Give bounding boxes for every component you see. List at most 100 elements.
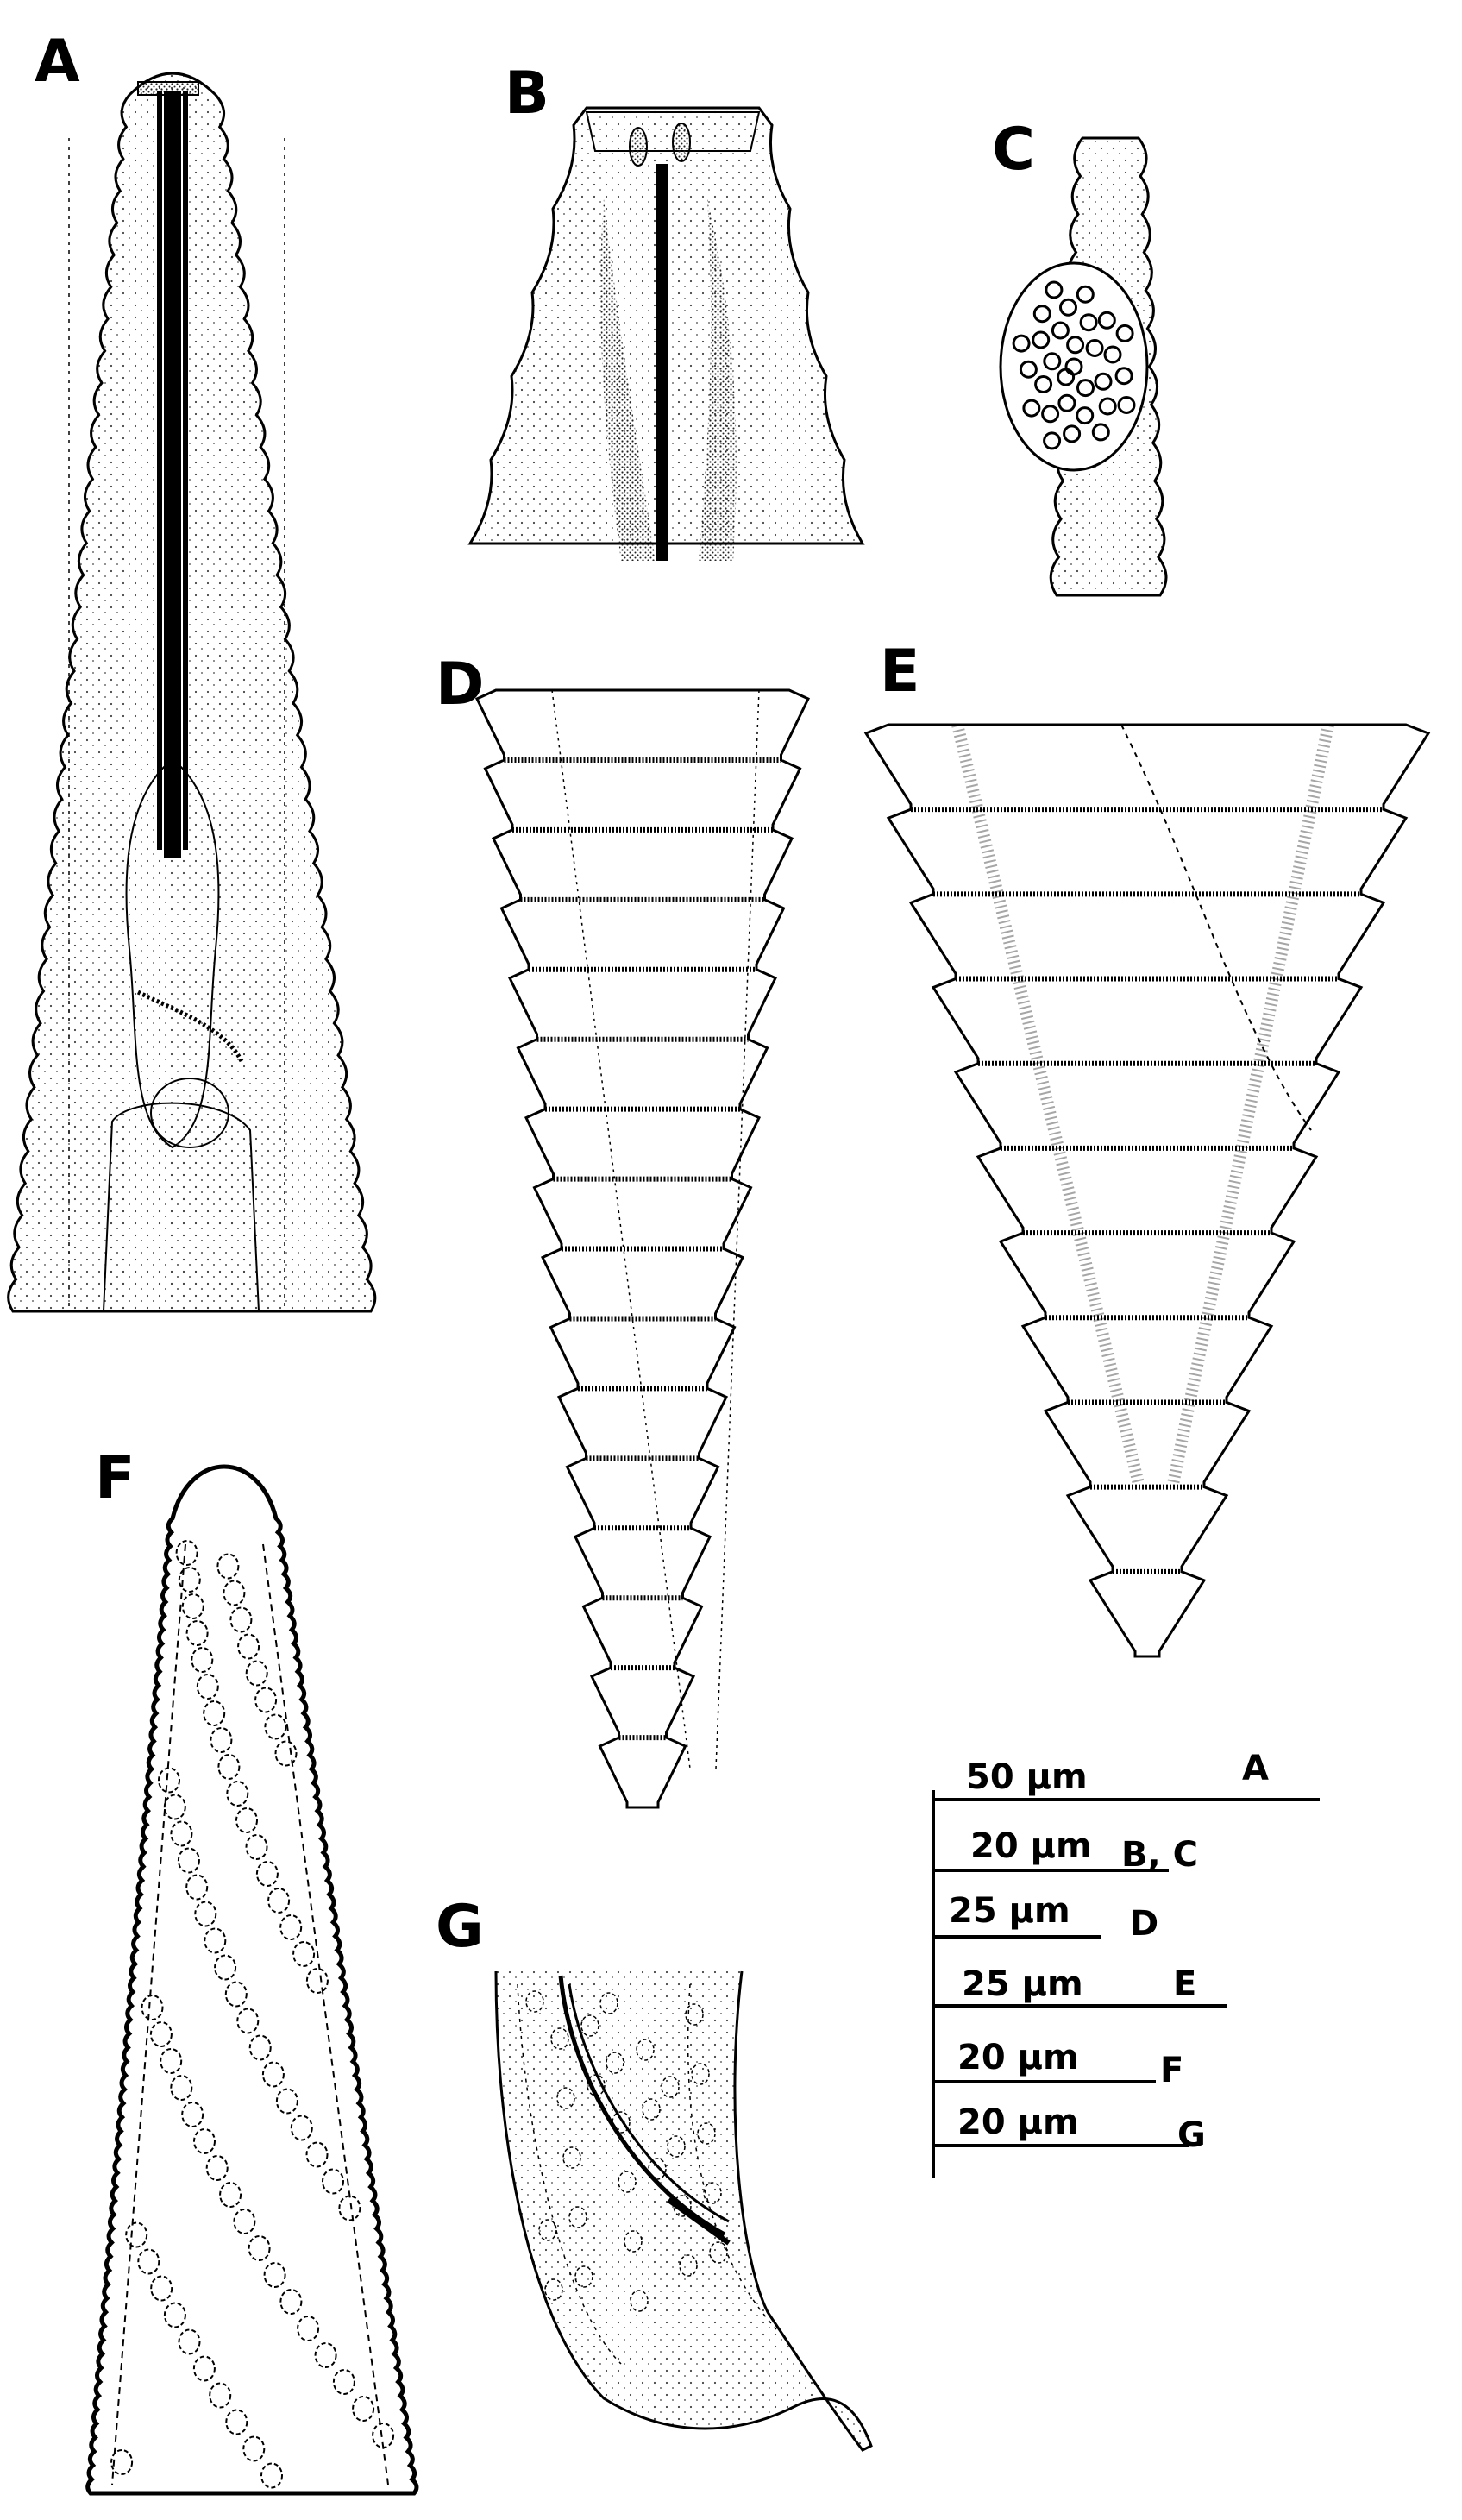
cell-blob (216, 1553, 240, 1580)
pore-ring (1019, 360, 1038, 379)
cell-blob (260, 2462, 283, 2489)
cell-blob (263, 2262, 286, 2288)
cell-blob (322, 2168, 344, 2195)
cell-blob (648, 2158, 667, 2180)
panel-c-drawing (999, 136, 1168, 597)
pore-ring (1034, 375, 1053, 393)
panel-b-drawing (467, 106, 865, 561)
panel-a-drawing (7, 72, 377, 1313)
panel-e-drawing (863, 723, 1431, 1658)
cell-blob (203, 1700, 226, 1726)
cell-blob (352, 2396, 375, 2422)
pore-ring (1117, 396, 1136, 414)
cell-blob (191, 1647, 214, 1673)
pore-ring (1103, 345, 1122, 364)
cell-blob (685, 2003, 704, 2026)
cell-blob (587, 2074, 606, 2096)
cell-blob (612, 2111, 631, 2134)
cell-blob (305, 2141, 329, 2168)
cell-blob (697, 2122, 716, 2145)
cell-blob (229, 1606, 253, 1633)
cell-blob (599, 1992, 618, 2014)
pore-ring (1076, 406, 1095, 425)
pore-ring (1022, 399, 1041, 418)
cell-blob (245, 1834, 268, 1860)
cell-blob (226, 1781, 249, 1807)
cell-blob (279, 1914, 303, 1940)
cell-blob (267, 1888, 291, 1914)
cell-blob (223, 1580, 246, 1606)
cell-blob (181, 2102, 204, 2127)
panel-label-a: A (35, 28, 80, 96)
cell-blob (158, 1767, 180, 1794)
cell-blob (181, 1593, 204, 1619)
cell-blob (205, 2155, 229, 2181)
cell-blob (209, 2382, 232, 2409)
cell-blob (110, 2449, 134, 2475)
cell-blob (332, 2369, 355, 2395)
cell-blob (636, 2039, 655, 2061)
cell-blob (248, 2034, 272, 2061)
pore-ring (1085, 339, 1104, 357)
scale-panels-a: A (1242, 1749, 1269, 1788)
cell-blob (235, 1807, 258, 1833)
cell-blob (177, 1847, 200, 1874)
pore-ring (1032, 305, 1051, 324)
cell-blob (245, 1660, 268, 1687)
cell-blob (178, 1567, 201, 1593)
scale-panels-d: D (1130, 1904, 1159, 1944)
scale-length-e: 25 µm (962, 1964, 1083, 2004)
cell-blob (297, 2316, 320, 2341)
cell-blob (261, 2061, 285, 2088)
cell-blob (525, 1990, 544, 2013)
panel-label-c: C (992, 116, 1035, 184)
cell-blob (141, 1995, 164, 2020)
pore-ring (1079, 313, 1098, 332)
pore-ring (1045, 280, 1064, 299)
panel-f-drawing (85, 1464, 419, 2496)
pore-ring (1043, 431, 1062, 450)
cell-blob (314, 2342, 337, 2368)
cell-blob (661, 2076, 680, 2098)
cell-blob (150, 2275, 173, 2302)
scale-length-d: 25 µm (949, 1891, 1070, 1931)
scale-panels-f: F (1160, 2051, 1184, 2090)
cell-blob (703, 2182, 722, 2204)
scale-length-a: 50 µm (966, 1757, 1088, 1797)
scale-panels-bc: B, C (1121, 1835, 1198, 1875)
cell-blob (225, 2409, 248, 2435)
cell-blob (709, 2241, 728, 2264)
cell-blob (224, 1981, 248, 2008)
cell-blob (194, 1901, 217, 1927)
cell-blob (279, 2289, 303, 2315)
pore-ring (1097, 311, 1116, 330)
pore-ring (1059, 298, 1077, 317)
cell-blob (185, 1620, 209, 1646)
cell-blob (125, 2221, 148, 2248)
cell-blob (580, 2014, 599, 2037)
cell-blob (556, 2087, 575, 2109)
cell-blob (196, 1674, 219, 1700)
cell-blob (254, 1687, 278, 1713)
cell-blob (178, 2328, 201, 2355)
scale-bar-group (932, 1790, 1320, 2178)
cell-blob (290, 2115, 313, 2141)
pore-ring (1012, 334, 1031, 353)
cell-blob (237, 1633, 260, 1660)
cell-blob (217, 1754, 241, 1780)
pore-ring (1091, 423, 1110, 442)
cell-blob (274, 1740, 298, 1767)
cell-blob (679, 2254, 698, 2277)
cell-blob (210, 1727, 233, 1753)
pore-ring (1098, 397, 1117, 416)
pore-ring (1063, 424, 1082, 443)
scale-length-g: 20 µm (957, 2102, 1079, 2142)
cell-blob (618, 2171, 637, 2193)
cell-blob (204, 1927, 227, 1954)
pore-ring (1057, 393, 1076, 412)
cell-blob (214, 1954, 237, 1981)
pore-ring (1115, 324, 1134, 342)
cell-blob (170, 2075, 193, 2101)
